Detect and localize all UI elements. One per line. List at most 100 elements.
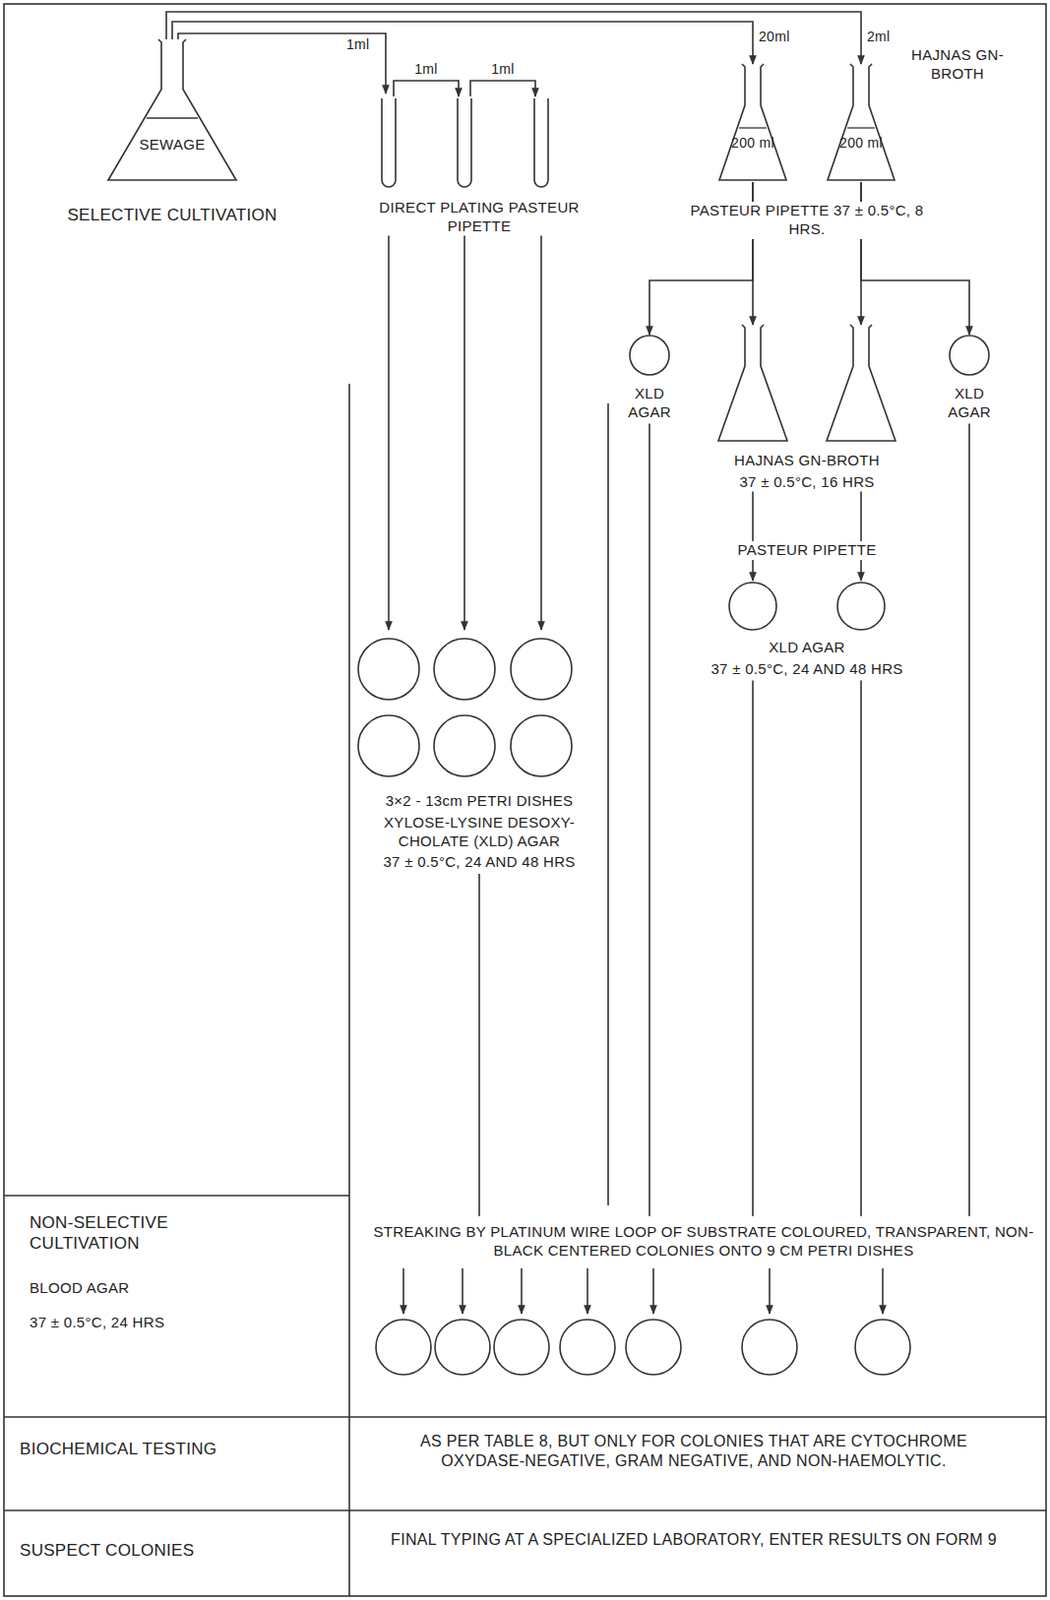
tube-group: DIRECT PLATING PASTEUR PIPETTE <box>356 93 603 237</box>
node-text: SEWAGE <box>98 135 247 155</box>
note-label: NON-SELECTIVE CULTIVATION <box>29 1212 247 1255</box>
petri-dish <box>358 638 420 700</box>
petri-dish <box>433 638 495 700</box>
flask-outline <box>826 324 896 441</box>
sewage-flask: SEWAGE <box>98 39 247 183</box>
connector-line <box>463 236 466 631</box>
flow-connector <box>479 873 481 1217</box>
streak-arrow <box>881 1268 884 1314</box>
node-text: XLD AGAR <box>615 384 684 423</box>
column-rule <box>348 383 351 1597</box>
note-label: 1ml <box>483 61 523 79</box>
section-rule <box>3 1194 350 1197</box>
note-label: 1ml <box>406 61 446 79</box>
node-shape <box>688 324 926 445</box>
node-shape <box>356 93 603 192</box>
flask-outline <box>718 324 788 441</box>
test-tube <box>457 98 472 187</box>
connector-line <box>172 21 753 64</box>
petri-dish <box>510 715 572 777</box>
petri-dish <box>629 335 670 375</box>
node-text: XLD AGAR <box>688 638 926 658</box>
note-label: AS PER TABLE 8, BUT ONLY FOR COLONIES TH… <box>378 1431 1009 1472</box>
petri-dish <box>559 1319 616 1375</box>
node-subtext: 37 ± 0.5°C, 24 AND 48 HRS <box>356 853 603 872</box>
note-label: PASTEUR PIPETTE <box>728 541 886 560</box>
test-tube <box>534 98 549 187</box>
flow-connector <box>649 424 651 1218</box>
flow-connector <box>969 424 971 1218</box>
petri-dish <box>510 638 572 700</box>
node-shape <box>356 629 603 786</box>
transfer-hook <box>393 80 459 97</box>
connector-line <box>860 492 863 582</box>
streak-arrow <box>520 1268 523 1314</box>
petri-dish <box>741 1319 798 1375</box>
column-rule <box>607 403 610 1206</box>
node-shape <box>369 1264 1039 1381</box>
node-subtext: 37 ± 0.5°C, 24 AND 48 HRS <box>688 660 926 680</box>
flow-connector <box>752 680 862 1218</box>
section-rule <box>3 1509 1047 1512</box>
node-text: STREAKING BY PLATINUM WIRE LOOP OF SUBST… <box>369 1223 1039 1261</box>
blood-agar-row: STREAKING BY PLATINUM WIRE LOOP OF SUBST… <box>369 1220 1039 1381</box>
streak-arrow <box>652 1268 655 1314</box>
connector-line <box>648 424 651 1218</box>
node-shape <box>826 63 896 183</box>
node-shape <box>718 63 788 183</box>
petri-dish <box>494 1319 550 1375</box>
petri-dish <box>625 1319 681 1375</box>
connector-line <box>178 33 386 94</box>
volume-label: 2ml <box>866 28 890 47</box>
streak-arrow <box>586 1268 589 1314</box>
drawing-part <box>3 3 1047 1597</box>
node-text: 200 ml <box>731 134 775 153</box>
note-label: 37 ± 0.5°C, 24 HRS <box>29 1313 276 1333</box>
node-shape <box>98 39 247 183</box>
node-text: DIRECT PLATING PASTEUR PIPETTE <box>356 198 603 237</box>
connector-line <box>387 236 390 631</box>
section-rule <box>3 1416 1047 1419</box>
connector-line <box>860 680 863 1218</box>
broth-flask: 200 mlHAJNAS GN-BROTH <box>826 63 896 183</box>
node-text: HAJNAS GN-BROTH <box>688 451 926 471</box>
agar-plate: XLD AGAR <box>615 334 684 423</box>
petri-dish <box>434 1319 491 1375</box>
liquid-level <box>847 126 875 128</box>
connector-line <box>751 680 754 1218</box>
flask-outline <box>108 39 237 181</box>
node-text: 3×2 - 13cm PETRI DISHES <box>356 792 603 811</box>
test-tube <box>381 98 396 187</box>
transfer-hook <box>470 80 536 97</box>
agar-plate-pair: XLD AGAR37 ± 0.5°C, 24 AND 48 HRS <box>688 580 926 680</box>
agar-plate: XLD AGAR <box>934 334 1004 423</box>
node-subtext: XYLOSE-LYSINE DESOXY- CHOLATE (XLD) AGAR <box>356 813 603 852</box>
node-shape <box>688 580 926 632</box>
node-text: XLD AGAR <box>934 384 1004 423</box>
connector-line <box>968 424 971 1218</box>
streak-arrow <box>402 1268 405 1314</box>
connector-line <box>540 236 543 631</box>
petri-dish <box>837 582 885 630</box>
broth-flask-pair: HAJNAS GN-BROTH37 ± 0.5°C, 16 HRS <box>688 324 926 493</box>
note-label: BLOOD AGAR <box>29 1279 276 1298</box>
volume-label: 1ml <box>346 36 370 55</box>
flask-outline <box>827 63 895 181</box>
petri-dish-group: 3×2 - 13cm PETRI DISHES XYLOSE-LYSINE DES… <box>356 629 603 872</box>
node-shape <box>615 334 684 378</box>
node-subtext: 37 ± 0.5°C, 16 HRS <box>688 473 926 493</box>
connector-line <box>166 11 862 64</box>
petri-dish <box>375 1319 432 1375</box>
petri-dish <box>949 335 989 375</box>
node-subtext: HAJNAS GN-BROTH <box>903 46 1012 84</box>
node-text: 200 ml <box>839 134 883 153</box>
streak-arrow <box>461 1268 464 1314</box>
petri-dish <box>855 1319 911 1375</box>
petri-dish <box>433 715 495 777</box>
flow-connector <box>388 236 542 631</box>
outer-border <box>3 3 1047 1597</box>
broth-flask: 200 ml <box>718 63 788 183</box>
connector-line <box>751 492 754 582</box>
connector-line <box>478 873 481 1217</box>
